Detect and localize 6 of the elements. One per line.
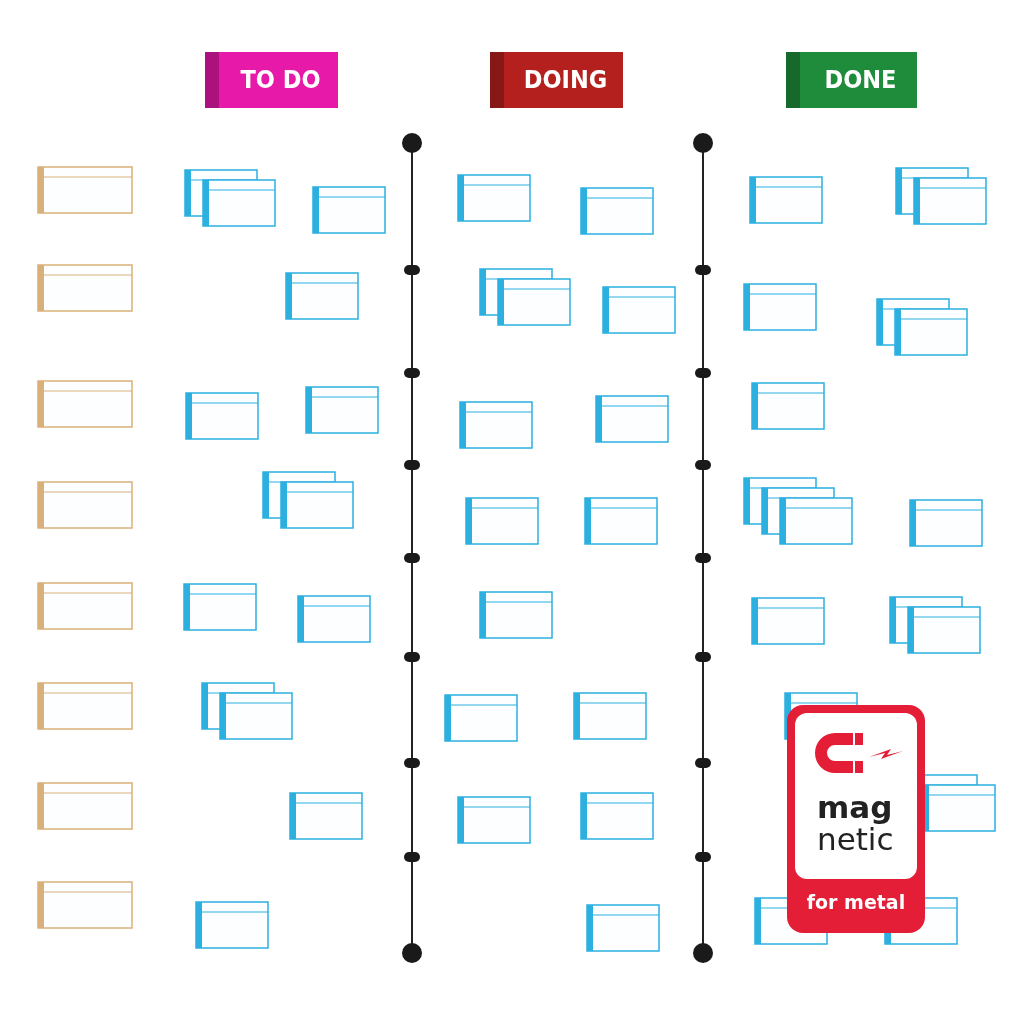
badge-text: mag netic (817, 791, 895, 855)
badge-caption: for metal (805, 891, 907, 913)
column-header-tag: DOING (490, 52, 623, 108)
column-header-tag: DONE (786, 52, 917, 108)
magnetic-badge (787, 705, 925, 933)
column-header-tag: TO DO (205, 52, 338, 108)
